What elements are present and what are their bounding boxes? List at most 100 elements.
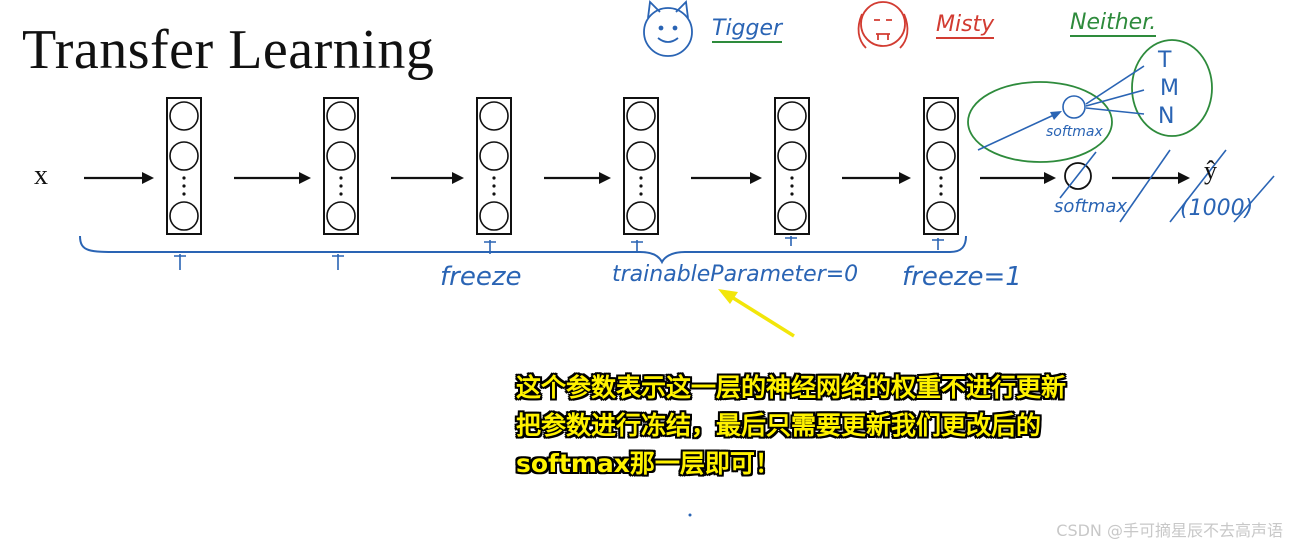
- neuron: [926, 201, 956, 231]
- ellipsis-dot: [339, 192, 343, 196]
- misty-face-icon: [857, 1, 909, 49]
- arrowhead: [299, 172, 311, 184]
- cross-out-line: [1169, 149, 1227, 223]
- ellipsis-dot: [939, 176, 943, 180]
- neuron: [777, 201, 807, 231]
- chinese-caption: 这个参数表示这一层的神经网络的权重不进行更新 把参数进行冻结，最后只需要更新我们…: [516, 369, 1276, 483]
- ellipsis-dot: [182, 176, 186, 180]
- new-softmax-unit: [1062, 95, 1086, 119]
- layer-box: [923, 97, 959, 235]
- layer-arrow: [842, 172, 911, 184]
- class-label-misty: Misty: [936, 12, 995, 39]
- layer-2: [323, 97, 359, 235]
- new-softmax-label: softmax: [1046, 124, 1103, 140]
- layer-arrow: [84, 172, 154, 184]
- class-outputs-oval: [1131, 39, 1213, 137]
- neuron: [626, 141, 656, 171]
- new-softmax-input-arrow: [977, 113, 1057, 151]
- neuron: [479, 201, 509, 231]
- freeze-label: freeze: [440, 262, 522, 292]
- layer-6: [923, 97, 959, 235]
- layer-ticks: [174, 236, 944, 270]
- caption-line-1: 这个参数表示这一层的神经网络的权重不进行更新: [516, 373, 1067, 402]
- freeze-equals-label: freeze=1: [902, 262, 1022, 292]
- neuron: [169, 101, 199, 131]
- slide-title: Transfer Learning: [22, 19, 435, 81]
- class-output-t: T: [1158, 48, 1172, 73]
- ellipsis-dot: [939, 184, 943, 188]
- ellipsis-dot: [639, 176, 643, 180]
- neuron: [479, 101, 509, 131]
- neuron: [626, 201, 656, 231]
- layer-stack-group: [166, 97, 959, 235]
- arrowhead: [750, 172, 762, 184]
- output-y-hat: ŷ: [1204, 156, 1217, 185]
- layer-arrow: [391, 172, 464, 184]
- old-softmax-label: softmax: [1054, 196, 1128, 217]
- neuron: [626, 101, 656, 131]
- class-output-m: M: [1160, 76, 1179, 101]
- ellipsis-dot: [182, 184, 186, 188]
- neuron: [169, 201, 199, 231]
- caption-line-3: softmax那一层即可！: [516, 449, 780, 478]
- ellipsis-dot: [492, 176, 496, 180]
- neuron: [326, 141, 356, 171]
- layer-box: [774, 97, 810, 235]
- output-arrow-2: [1112, 172, 1190, 184]
- highlight-pointer-arrow: [718, 289, 795, 338]
- ellipsis-dot: [492, 192, 496, 196]
- layer-box: [623, 97, 659, 235]
- neuron: [926, 101, 956, 131]
- layer-1: [166, 97, 202, 235]
- layer-box: [323, 97, 359, 235]
- softmax-unit-crossed: [1064, 162, 1092, 190]
- layer-arrows-group: [84, 172, 911, 184]
- ellipsis-dot: [339, 184, 343, 188]
- ellipsis-dot: [639, 192, 643, 196]
- output-arrow: [980, 172, 1056, 184]
- layer-5: [774, 97, 810, 235]
- neuron: [926, 141, 956, 171]
- ellipsis-dot: [790, 192, 794, 196]
- layer-box: [166, 97, 202, 235]
- cross-out-line: [1059, 151, 1097, 199]
- class-output-n: N: [1158, 104, 1175, 129]
- layer-arrow: [234, 172, 311, 184]
- stray-dot: [688, 513, 692, 517]
- layer-arrow: [691, 172, 762, 184]
- class-arrows: [1085, 65, 1145, 115]
- layer-box: [476, 97, 512, 235]
- layer-arrow: [544, 172, 611, 184]
- cross-out-line: [1119, 149, 1171, 223]
- cross-out-line: [1233, 175, 1275, 223]
- neuron: [326, 101, 356, 131]
- ellipsis-dot: [790, 176, 794, 180]
- arrowhead: [142, 172, 154, 184]
- trainable-parameter-label: trainableParameter=0: [612, 262, 859, 287]
- arrowhead: [452, 172, 464, 184]
- neuron: [169, 141, 199, 171]
- frozen-layers-brace: [79, 235, 967, 265]
- arrowhead: [899, 172, 911, 184]
- ellipsis-dot: [639, 184, 643, 188]
- tigger-face-icon: [643, 0, 693, 57]
- new-softmax-oval: [967, 81, 1113, 163]
- neuron: [479, 141, 509, 171]
- ellipsis-dot: [492, 184, 496, 188]
- ellipsis-dot: [790, 184, 794, 188]
- output-dims-label: (1000): [1180, 196, 1254, 221]
- input-label: x: [34, 160, 48, 191]
- layer-3: [476, 97, 512, 235]
- neuron: [777, 101, 807, 131]
- neuron: [326, 201, 356, 231]
- ellipsis-dot: [339, 176, 343, 180]
- ellipsis-dot: [939, 192, 943, 196]
- watermark: CSDN @手可摘星辰不去高声语: [1056, 521, 1283, 540]
- arrowhead: [599, 172, 611, 184]
- class-label-neither: Neither.: [1070, 10, 1157, 37]
- ellipsis-dot: [182, 192, 186, 196]
- class-label-tigger: Tigger: [712, 16, 783, 43]
- layer-4: [623, 97, 659, 235]
